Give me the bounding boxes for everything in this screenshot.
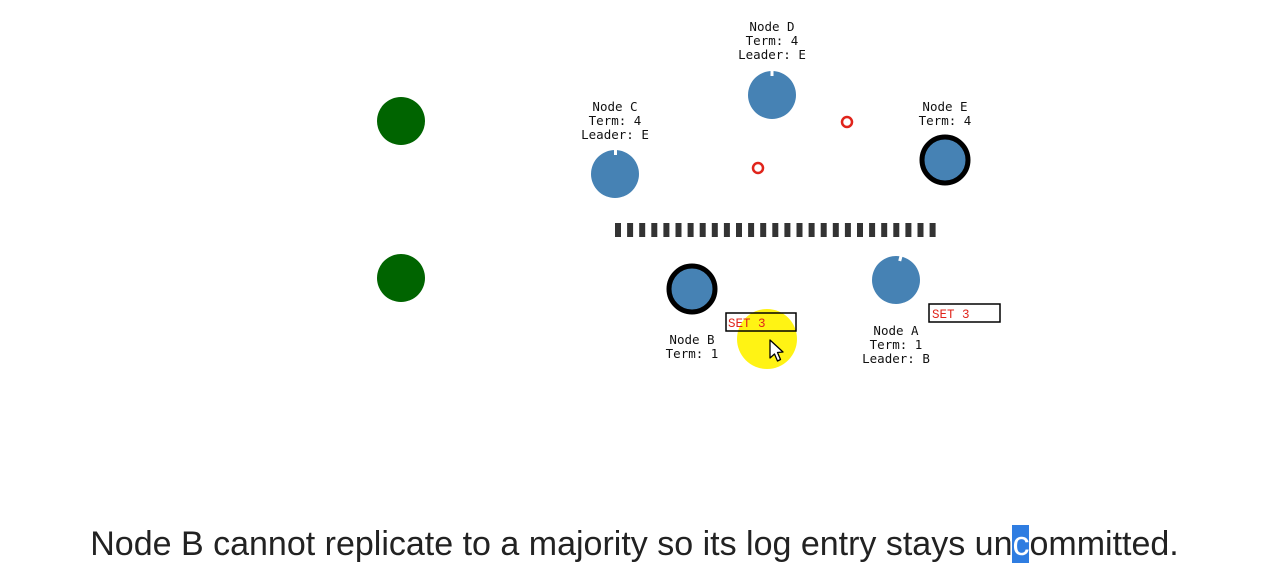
caption-selection: c [1012, 525, 1030, 563]
node-d-term: Term: 4 [746, 33, 799, 48]
partition-segment [615, 223, 621, 237]
partition-segment [699, 223, 706, 237]
cursor-highlight [737, 309, 797, 369]
partition-segment [711, 223, 718, 237]
partition-segment [736, 223, 742, 237]
partition-segment [808, 223, 815, 237]
cluster-canvas: Node D Term: 4 Leader: E Node C Term: 4 … [377, 19, 1001, 369]
node-b-log-entry: SET 3 [728, 317, 766, 331]
partition-segment [881, 223, 888, 237]
node-a-leader: Leader: B [862, 351, 930, 366]
partition-segment [675, 223, 682, 237]
partition-segment [627, 223, 634, 237]
partition-segment [832, 223, 839, 237]
node-e-term: Term: 4 [919, 113, 972, 128]
node-c-timeout-tick [614, 150, 617, 155]
node-b-term: Term: 1 [666, 346, 719, 361]
node-a-circle [872, 256, 920, 304]
partition-segment [929, 223, 936, 237]
message-dot [840, 115, 854, 129]
node-d-leader: Leader: E [738, 47, 806, 62]
partition-segment [844, 223, 851, 237]
node-d[interactable]: Node D Term: 4 Leader: E [738, 19, 806, 119]
node-b-log[interactable]: SET 3 [725, 312, 797, 332]
node-e[interactable]: Node E Term: 4 [919, 99, 972, 186]
client-1[interactable] [377, 97, 425, 145]
node-e-circle [919, 134, 971, 186]
partition-segment [760, 223, 767, 237]
network-partition [615, 223, 936, 237]
node-a-term: Term: 1 [870, 337, 923, 352]
node-a-log-box [928, 303, 1001, 323]
node-b-label: Node B [669, 332, 714, 347]
partition-segment [748, 223, 755, 237]
mouse-cursor-icon [769, 339, 784, 362]
partition-segment [772, 223, 779, 237]
partition-segment [857, 223, 863, 237]
node-e-label: Node E [922, 99, 967, 114]
node-c-term: Term: 4 [589, 113, 642, 128]
partition-segment [796, 223, 803, 237]
client-2[interactable] [377, 254, 425, 302]
partition-segment [893, 223, 900, 237]
partition-segment [869, 223, 876, 237]
node-c[interactable]: Node C Term: 4 Leader: E [581, 99, 649, 198]
node-c-circle [591, 150, 639, 198]
partition-segment [905, 223, 912, 237]
node-a-log-entry: SET 3 [932, 308, 970, 322]
node-d-circle [748, 71, 796, 119]
partition-segment [663, 223, 670, 237]
partition-segment [784, 223, 791, 237]
node-d-label: Node D [749, 19, 794, 34]
partition-segment [651, 223, 658, 237]
caption-text: Node B cannot replicate to a majority so… [90, 525, 1013, 563]
node-c-leader: Leader: E [581, 127, 649, 142]
partition-segment [917, 223, 924, 237]
caption: Node B cannot replicate to a majority so… [0, 522, 1269, 566]
partition-segment [639, 223, 646, 237]
node-b-circle [666, 263, 718, 315]
caption-text-end: ommitted. [1029, 525, 1179, 563]
node-a-log[interactable]: SET 3 [928, 303, 1001, 323]
node-b[interactable]: Node B Term: 1 [666, 263, 719, 361]
partition-segment [687, 223, 694, 237]
node-a[interactable]: Node A Term: 1 Leader: B [862, 255, 930, 366]
partition-segment [820, 223, 827, 237]
node-d-timeout-tick [770, 71, 774, 76]
partition-segment [723, 223, 730, 237]
node-a-label: Node A [873, 323, 919, 338]
node-c-label: Node C [592, 99, 637, 114]
message-dot [751, 161, 765, 175]
node-b-log-box [725, 312, 797, 332]
node-a-timeout-tick [898, 255, 903, 262]
